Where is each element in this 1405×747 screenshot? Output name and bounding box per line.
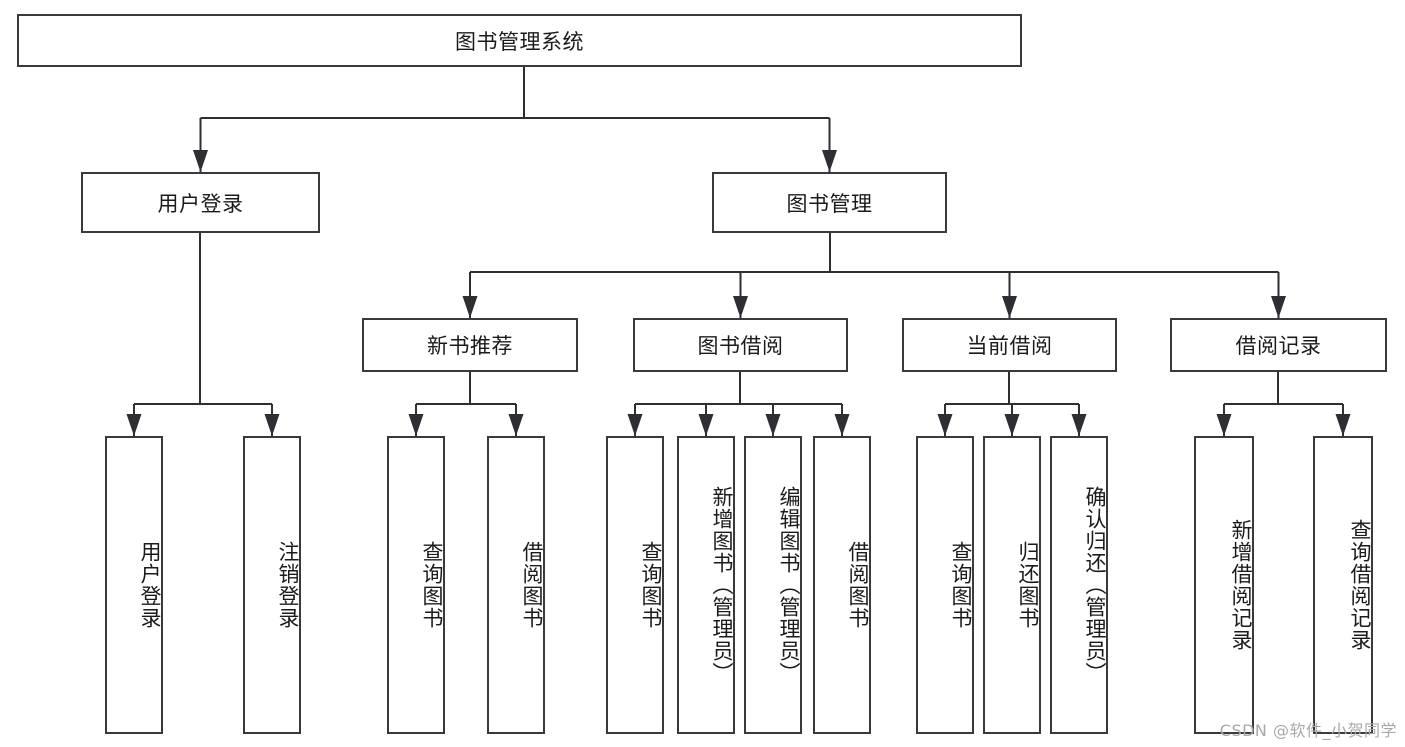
arrow-head-icon bbox=[698, 414, 714, 436]
arrow-head-icon bbox=[408, 414, 424, 436]
node-leaf-return-book: 归还图书 bbox=[983, 436, 1041, 734]
node-label: 注销登录 bbox=[276, 541, 300, 629]
arrow-head-icon bbox=[1004, 414, 1020, 436]
arrow-head-icon bbox=[1335, 414, 1351, 436]
arrow-head-icon bbox=[264, 414, 280, 436]
node-label: 确认归还（管理员） bbox=[1083, 486, 1107, 684]
node-label: 查询借阅记录 bbox=[1348, 519, 1372, 651]
node-borrow-record: 借阅记录 bbox=[1170, 318, 1387, 372]
arrow-head-icon bbox=[822, 150, 837, 172]
arrow-head-icon bbox=[193, 150, 208, 172]
node-root-system: 图书管理系统 bbox=[17, 14, 1022, 67]
node-user-login: 用户登录 bbox=[81, 172, 320, 233]
node-label: 借阅图书 bbox=[846, 541, 870, 629]
node-new-book-rec: 新书推荐 bbox=[362, 318, 578, 372]
arrow-head-icon bbox=[834, 414, 850, 436]
arrow-head-icon bbox=[508, 414, 524, 436]
node-leaf-confirm-return: 确认归还（管理员） bbox=[1050, 436, 1108, 734]
node-label: 新增借阅记录 bbox=[1229, 519, 1253, 651]
node-label: 借阅图书 bbox=[520, 541, 544, 629]
node-leaf-query-book-2: 查询图书 bbox=[606, 436, 664, 734]
node-label: 查询图书 bbox=[949, 541, 973, 629]
node-leaf-add-book: 新增图书（管理员） bbox=[677, 436, 735, 734]
arrow-head-icon bbox=[1002, 296, 1017, 318]
arrow-head-icon bbox=[1216, 414, 1232, 436]
node-leaf-borrow-book-2: 借阅图书 bbox=[813, 436, 871, 734]
node-label: 归还图书 bbox=[1016, 541, 1040, 629]
arrow-head-icon bbox=[627, 414, 643, 436]
arrow-head-icon bbox=[462, 296, 478, 318]
node-current-borrow: 当前借阅 bbox=[902, 318, 1117, 372]
arrow-head-icon bbox=[733, 296, 748, 318]
node-label: 查询图书 bbox=[639, 541, 663, 629]
watermark: CSDN @软件_小贺同学 bbox=[1219, 721, 1397, 740]
arrow-head-icon bbox=[1271, 296, 1286, 318]
arrow-head-icon bbox=[126, 414, 142, 436]
node-leaf-query-book-3: 查询图书 bbox=[916, 436, 974, 734]
arrow-head-icon bbox=[765, 414, 781, 436]
node-leaf-add-record: 新增借阅记录 bbox=[1194, 436, 1254, 734]
node-leaf-user-login: 用户登录 bbox=[105, 436, 163, 734]
node-book-manage: 图书管理 bbox=[712, 172, 947, 233]
node-label: 查询图书 bbox=[420, 541, 444, 629]
node-label: 用户登录 bbox=[138, 541, 162, 629]
node-leaf-query-book-1: 查询图书 bbox=[387, 436, 445, 734]
node-leaf-query-record: 查询借阅记录 bbox=[1313, 436, 1373, 734]
node-leaf-borrow-book-1: 借阅图书 bbox=[487, 436, 545, 734]
node-book-borrow: 图书借阅 bbox=[633, 318, 848, 372]
node-leaf-logout: 注销登录 bbox=[243, 436, 301, 734]
node-label: 新增图书（管理员） bbox=[710, 486, 734, 684]
arrow-head-icon bbox=[1071, 414, 1087, 436]
node-leaf-edit-book: 编辑图书（管理员） bbox=[744, 436, 802, 734]
node-label: 编辑图书（管理员） bbox=[777, 486, 801, 684]
arrow-head-icon bbox=[937, 414, 953, 436]
